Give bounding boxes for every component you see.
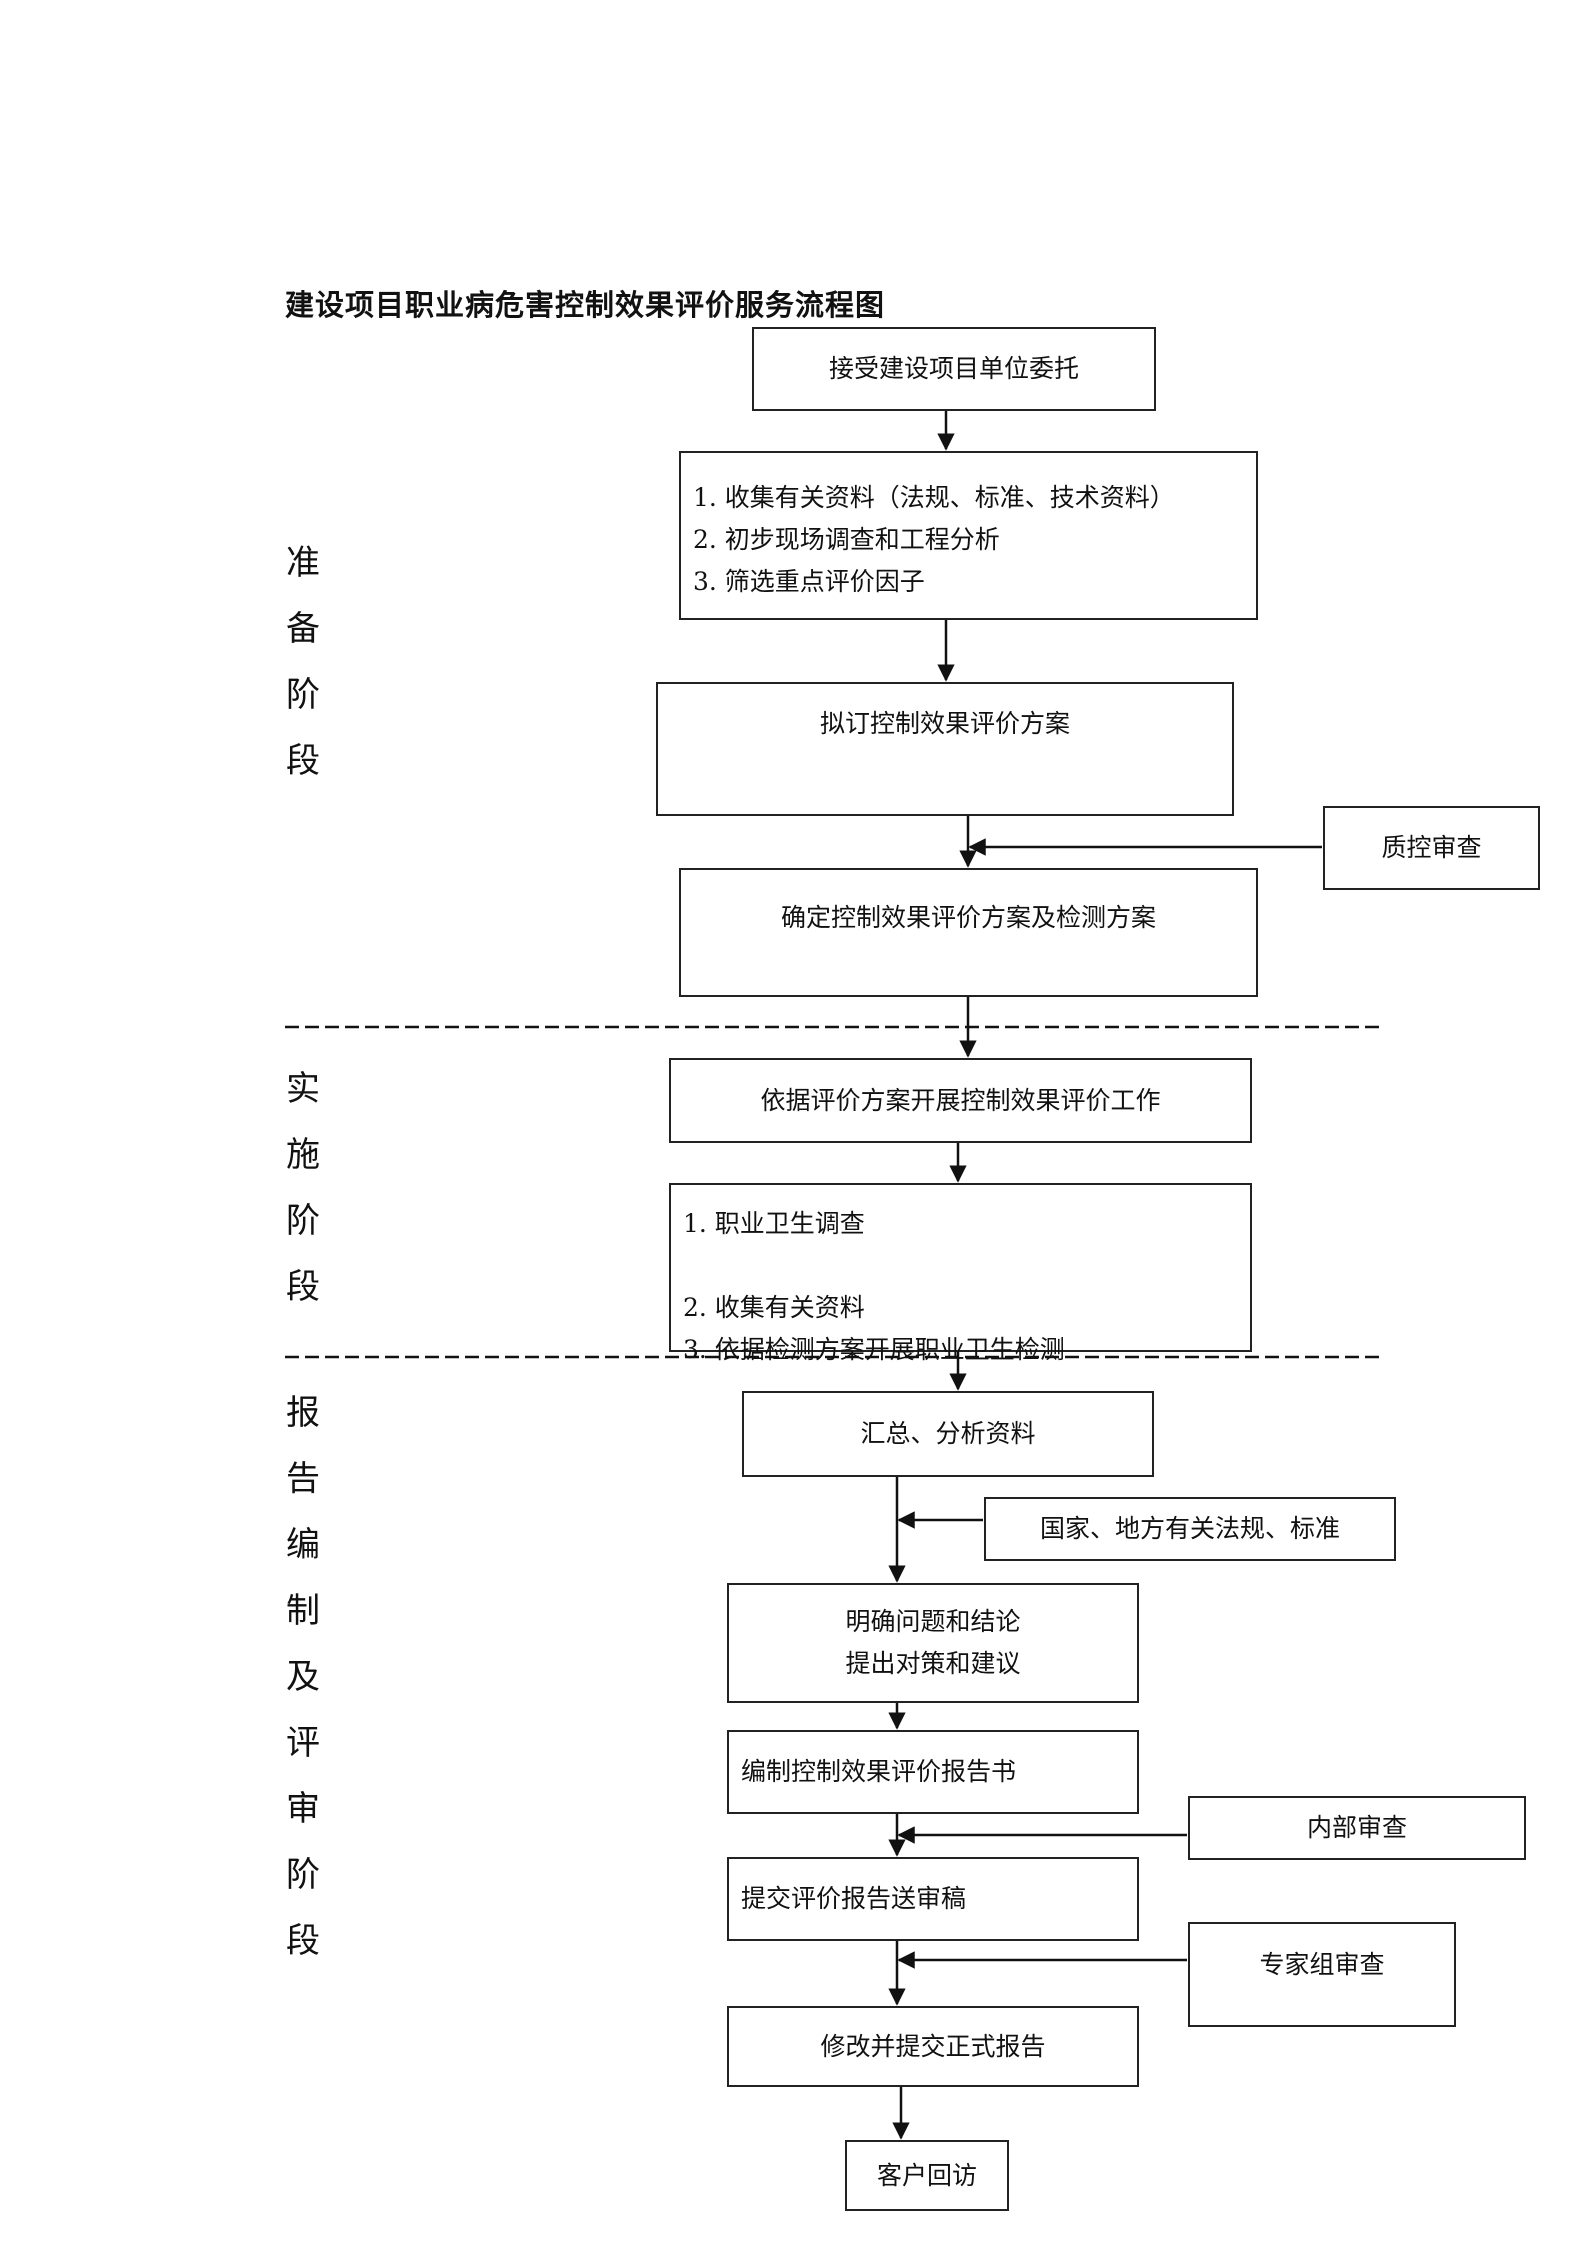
- step-label: 内部审查: [1306, 1813, 1407, 1842]
- stage-char: 备: [286, 609, 320, 649]
- stage-label-preparation: 准 备 阶 段: [281, 530, 325, 794]
- stage-char: 及: [286, 1657, 320, 1697]
- step-collect-materials: 1. 收集有关资料（法规、标准、技术资料） 2. 初步现场调查和工程分析 3. …: [679, 451, 1258, 620]
- step-label: 提交评价报告送审稿: [741, 1884, 967, 1913]
- step-laws-standards: 国家、地方有关法规、标准: [984, 1497, 1396, 1561]
- step-label: 客户回访: [876, 2160, 977, 2190]
- step-label: 修改并提交正式报告: [820, 2031, 1046, 2061]
- step-line: 明确问题和结论: [845, 1607, 1021, 1636]
- step-line: 3. 依据检测方案开展职业卫生检测: [683, 1335, 1065, 1364]
- step-accept-commission: 接受建设项目单位委托: [752, 327, 1156, 411]
- stage-char: 施: [286, 1135, 320, 1175]
- stage-char: 制: [286, 1591, 320, 1631]
- step-conduct-evaluation: 依据评价方案开展控制效果评价工作: [669, 1058, 1252, 1143]
- stage-char: 编: [286, 1525, 320, 1565]
- step-item: 1. 职业卫生调查: [683, 1209, 865, 1238]
- step-line: 1. 收集有关资料（法规、标准、技术资料）: [693, 483, 1175, 512]
- step-quality-control-review: 质控审查: [1323, 806, 1540, 890]
- stage-char: 准: [286, 543, 320, 583]
- stage-char: 阶: [286, 1855, 320, 1895]
- step-draft-plan: 拟订控制效果评价方案: [656, 682, 1234, 816]
- step-submit-draft: 提交评价报告送审稿: [727, 1857, 1139, 1941]
- stage-label-report: 报 告 编 制 及 评 审 阶 段: [281, 1380, 325, 1974]
- step-label: 汇总、分析资料: [860, 1419, 1036, 1448]
- step-line: 提出对策和建议: [845, 1649, 1021, 1678]
- step-label: 拟订控制效果评价方案: [819, 709, 1070, 738]
- step-line: 3. 筛选重点评价因子: [693, 567, 925, 596]
- step-conclusions: 明确问题和结论 提出对策和建议: [727, 1583, 1139, 1703]
- stage-char: 告: [286, 1459, 320, 1499]
- stage-char: 段: [286, 741, 320, 781]
- stage-char: 报: [286, 1393, 320, 1433]
- stage-char: 审: [286, 1789, 320, 1829]
- step-label: 确定控制效果评价方案及检测方案: [780, 903, 1156, 932]
- stage-char: 阶: [286, 1201, 320, 1241]
- step-label: 依据评价方案开展控制效果评价工作: [760, 1085, 1161, 1115]
- step-line: 1. 职业卫生调查 2. 收集有关资料: [683, 1203, 1240, 1329]
- stage-label-implementation: 实 施 阶 段: [281, 1056, 325, 1320]
- step-line: 2. 初步现场调查和工程分析: [693, 525, 1000, 554]
- stage-char: 段: [286, 1921, 320, 1961]
- step-label: 接受建设项目单位委托: [828, 354, 1079, 383]
- step-confirm-plan: 确定控制效果评价方案及检测方案: [679, 868, 1258, 997]
- step-label: 专家组审查: [1259, 1950, 1385, 1979]
- step-expert-review: 专家组审查: [1188, 1922, 1456, 2027]
- step-label: 质控审查: [1381, 833, 1482, 862]
- stage-char: 评: [286, 1723, 320, 1763]
- stage-char: 阶: [286, 675, 320, 715]
- step-label: 编制控制效果评价报告书: [741, 1757, 1017, 1786]
- step-client-follow-up: 客户回访: [845, 2140, 1009, 2211]
- step-label: 国家、地方有关法规、标准: [1039, 1514, 1340, 1543]
- step-internal-review: 内部审查: [1188, 1796, 1526, 1860]
- page-title: 建设项目职业病危害控制效果评价服务流程图: [285, 288, 886, 322]
- step-summarize-data: 汇总、分析资料: [742, 1391, 1154, 1477]
- step-compile-report: 编制控制效果评价报告书: [727, 1730, 1139, 1814]
- step-revise-final-report: 修改并提交正式报告: [727, 2006, 1139, 2087]
- step-survey-and-testing: 1. 职业卫生调查 2. 收集有关资料 3. 依据检测方案开展职业卫生检测: [669, 1183, 1252, 1364]
- stage-char: 段: [286, 1267, 320, 1307]
- step-item: 2. 收集有关资料: [683, 1293, 865, 1322]
- stage-char: 实: [286, 1069, 320, 1109]
